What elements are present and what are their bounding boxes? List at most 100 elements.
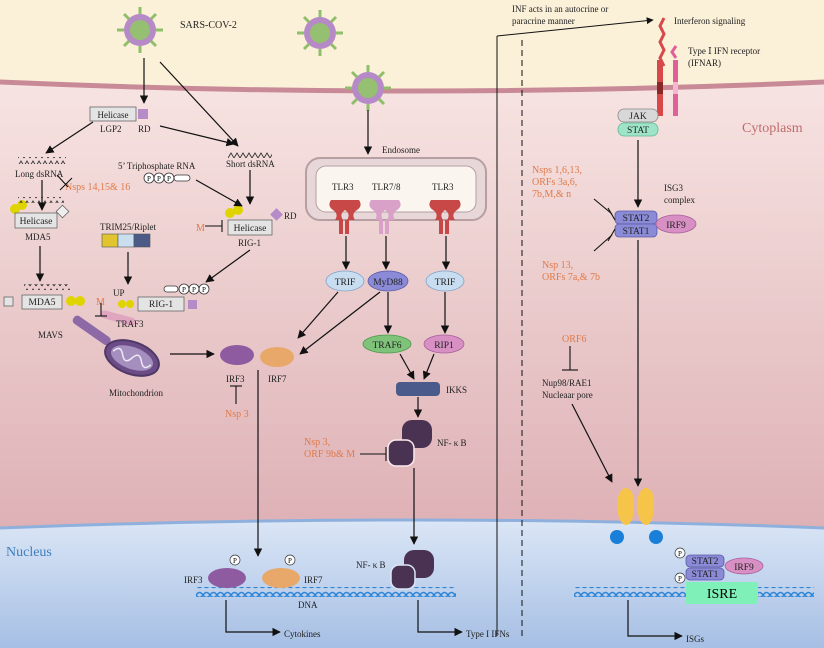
nucleus-label: Nucleus: [6, 545, 52, 560]
dna-strand: [196, 587, 456, 597]
irf3-shape: [220, 345, 254, 365]
virus-icon: [117, 7, 163, 53]
m-label-mavs: M: [96, 297, 105, 308]
isre-label: ISRE: [707, 587, 737, 602]
tlr3-b-label: TLR3: [432, 182, 454, 192]
stat-shape: [617, 122, 659, 137]
irf7-shape: [260, 347, 294, 367]
isre-box: [686, 582, 758, 604]
nup98-label-1: Nup98/RAE1: [542, 378, 592, 388]
svg-text:P: P: [167, 175, 171, 183]
plasma-membrane: [0, 79, 824, 94]
stat1-nuc-shape: [685, 567, 725, 581]
m-label-rig1: M: [196, 223, 205, 234]
virus-icon: [345, 65, 391, 111]
nsp3-label: Nsp 3: [225, 409, 249, 420]
phospho-irf3: [229, 554, 241, 566]
long-dsrna-strand: [18, 157, 66, 164]
isg3-label-1: ISG3: [664, 183, 684, 193]
traf3-label: TRAF3: [116, 319, 144, 329]
stat1-label: STAT1: [623, 227, 650, 237]
lgp2-helicase-box: [89, 106, 137, 122]
irf7-label: IRF7: [268, 374, 287, 384]
lgp2-rd-label: RD: [138, 124, 151, 134]
nuclear-membrane: [0, 518, 824, 530]
tlr3-receptor-b: [429, 200, 461, 234]
irf7-nuc-label: IRF7: [304, 575, 323, 585]
lgp2-label: LGP2: [100, 124, 122, 134]
orf6-label: ORF6: [562, 334, 586, 345]
inhibition-bars: [56, 174, 616, 461]
nfkb-label: NF- κ B: [437, 438, 467, 448]
ifnar-receptor-icon: [657, 45, 678, 116]
svg-text:P: P: [678, 550, 682, 558]
svg-text:Helicase: Helicase: [234, 224, 267, 234]
autocrine-label-1: INF acts in an autocrine or: [512, 4, 608, 14]
pathway-arrows: [35, 58, 683, 641]
cytokines-label: Cytokines: [284, 629, 321, 639]
long-dsrna-label: Long dsRNA: [15, 169, 64, 179]
myd88-label: MyD88: [373, 278, 403, 288]
dna-label: DNA: [298, 600, 318, 610]
jak-label: JAK: [629, 112, 647, 122]
virus-icon: [297, 10, 343, 56]
endosome-label: Endosome: [382, 145, 420, 155]
isgs-label: ISGs: [686, 634, 705, 644]
type1-ifns-label: Type I IFNs: [466, 629, 510, 639]
mda5-mavs-row: MDA5: [3, 284, 85, 310]
traf3-shape: [100, 310, 136, 326]
rig1-complex: Helicase: [225, 205, 283, 236]
svg-text:P: P: [233, 557, 237, 565]
nfkb-nuc-complex: [390, 550, 434, 590]
mavs-shape: [72, 315, 111, 346]
isg3-label-2: complex: [664, 195, 695, 205]
rip1-shape: [423, 334, 465, 354]
mda5-complex: Helicase: [10, 197, 70, 229]
svg-text:P: P: [678, 575, 682, 583]
mitochondrion-label: Mitochondrion: [109, 388, 163, 398]
up-label: UP: [113, 288, 125, 298]
short-dsrna-label: Short dsRNA: [226, 159, 275, 169]
irf9-shape: [655, 214, 697, 234]
autocrine-label-2: paracrine manner: [512, 16, 575, 26]
irf3-label: IRF3: [226, 374, 245, 384]
trim25-box: [101, 233, 151, 248]
svg-text:P: P: [192, 286, 196, 294]
stat2-nuc-shape: [685, 554, 725, 568]
autocrine-arrow: [496, 17, 654, 37]
svg-text:RIG-1: RIG-1: [149, 300, 174, 310]
ifnar-label-1: Type Ⅰ IFN receptor: [688, 46, 760, 56]
irf9-nuc-shape: [724, 557, 764, 575]
svg-text:P: P: [202, 286, 206, 294]
rip1-label: RIP1: [434, 341, 454, 351]
tlr78-receptor: [369, 200, 401, 234]
sars-cov2-label: SARS-COV-2: [180, 20, 237, 31]
irf3-nuc-shape: [208, 568, 246, 588]
cytoplasm-label: Cytoplasm: [742, 121, 803, 136]
trif-b-shape: [425, 270, 465, 292]
svg-text:P: P: [182, 286, 186, 294]
stat-label: STAT: [627, 126, 649, 136]
phospho-irf7: [284, 554, 296, 566]
stat2-nuc-label: STAT2: [692, 557, 719, 567]
irf9-label: IRF9: [666, 221, 686, 231]
mavs-label: MAVS: [38, 330, 63, 340]
nsp13-block-label: Nsp 13, ORFs 7a,& 7b: [542, 260, 600, 283]
tlr3-receptor-a: [329, 200, 361, 234]
lgp2-helicase-label: Helicase: [98, 110, 129, 120]
nsps-block-label: Nsps 1,6,13, ORFs 3a,6, 7b,M,& n: [532, 165, 585, 200]
ikks-label: IKKS: [446, 385, 467, 395]
phospho-stat2: [674, 547, 686, 559]
svg-text:Helicase: Helicase: [20, 217, 53, 227]
jak-shape: [617, 108, 659, 123]
svg-text:P: P: [157, 175, 161, 183]
short-dsrna-strand: [228, 151, 272, 158]
irf7-nuc-shape: [262, 568, 300, 588]
tlr3-a-label: TLR3: [332, 182, 354, 192]
interferon-signaling-label: Interferon signaling: [674, 16, 746, 26]
traf6-label: TRAF6: [372, 341, 401, 351]
traf6-shape: [362, 334, 412, 354]
lgp2-rd-square: [138, 109, 148, 119]
nsp3-orf9-label: Nsp 3, ORF 9b& M: [304, 437, 355, 460]
